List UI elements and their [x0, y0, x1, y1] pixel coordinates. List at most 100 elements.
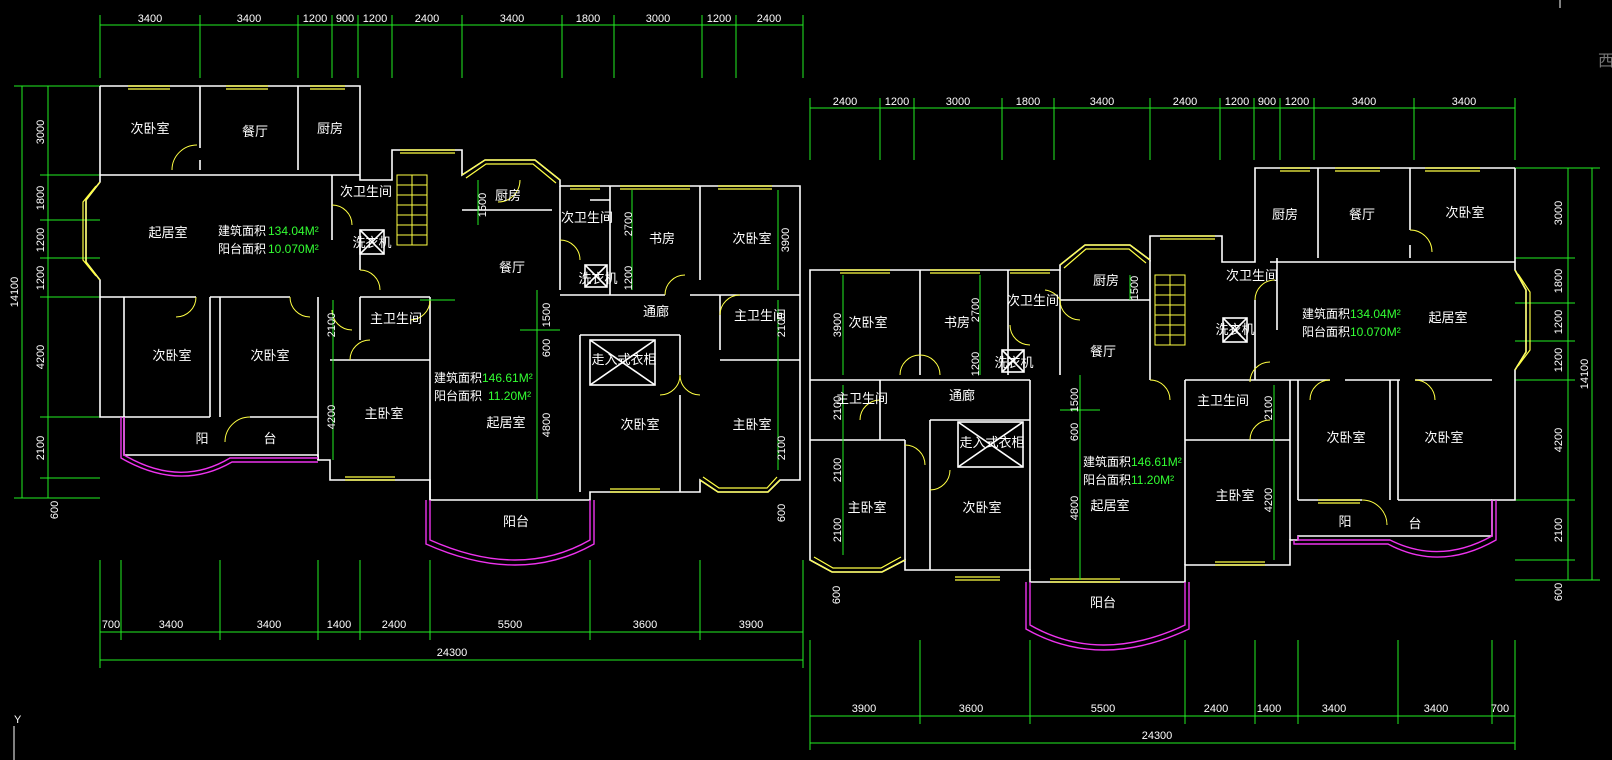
dim-label: 2100	[326, 313, 338, 337]
area-label: 阳台面积	[218, 241, 266, 256]
room-label: 厨房	[1093, 273, 1119, 289]
dim-label: 1200	[1553, 348, 1565, 372]
dim-label: 2100	[35, 436, 47, 460]
room-label: 起居室	[1428, 310, 1467, 326]
room-label: 主卫生间	[1197, 394, 1249, 409]
dim-label: 4800	[541, 413, 553, 437]
room-label: 洗衣机	[352, 235, 391, 251]
ucs-axis-label: Y	[14, 714, 22, 726]
left-bottom-dim-labels: 700 3400 3400 1400 2400 5500 3600 3900 2…	[102, 619, 763, 659]
room-label: 书房	[944, 315, 970, 331]
right-floor-plan: 2400 1200 3000 1800 3400 2400 1200 900 1…	[809, 96, 1600, 750]
dim-label: 2400	[382, 619, 406, 631]
left-walls	[85, 85, 801, 501]
right-side-dim-labels: 3000 1800 1200 1200 4200 2100 600 14100	[1553, 201, 1591, 601]
dim-label: 4200	[35, 345, 47, 369]
room-label: 次卧室	[152, 348, 191, 364]
dim-label: 700	[102, 619, 120, 631]
dim-label: 1400	[327, 619, 351, 631]
dim-label: 1500	[477, 193, 489, 217]
left-staircase	[396, 174, 428, 246]
dim-label: 3000	[646, 13, 670, 25]
dim-label: 3400	[1424, 703, 1448, 715]
room-label: 主卧室	[732, 417, 771, 433]
dim-label: 700	[1491, 703, 1509, 715]
right-area-labels: 建筑面积 134.04M² 阳台面积 10.070M² 建筑面积 146.61M…	[1083, 306, 1401, 487]
room-label: 次卧室	[250, 348, 289, 364]
dim-label: 2100	[1553, 518, 1565, 542]
left-doors	[171, 144, 741, 443]
area-value: 134.04M²	[1350, 307, 1401, 321]
dim-label: 3400	[1090, 96, 1114, 108]
area-value: 146.61M²	[1131, 455, 1182, 469]
room-label: 主卫生间	[836, 392, 888, 407]
room-label: 台	[1408, 517, 1421, 532]
area-label: 阳台面积	[1083, 472, 1131, 487]
room-label: 次卧室	[130, 121, 169, 137]
left-inner-dim-labels: 1500 2700 1200 3900 1500 600 2100 4200 4…	[326, 193, 792, 522]
room-label: 次卧室	[732, 231, 771, 247]
right-top-dim-labels: 2400 1200 3000 1800 3400 2400 1200 900 1…	[833, 96, 1476, 108]
dim-label: 900	[336, 13, 354, 25]
room-label: 书房	[649, 231, 675, 247]
room-label: 洗衣机	[1215, 322, 1254, 338]
room-label: 主卧室	[847, 500, 886, 516]
area-label: 建筑面积	[434, 370, 482, 385]
room-label: 次卧室	[620, 417, 659, 433]
dim-label: 2400	[757, 13, 781, 25]
area-value: 10.070M²	[268, 242, 319, 256]
area-value: 11.20M²	[1131, 473, 1174, 487]
dim-label: 1200	[35, 266, 47, 290]
left-washers	[359, 229, 656, 386]
dim-label: 2100	[832, 458, 844, 482]
room-label: 次卧室	[1445, 205, 1484, 221]
room-label: 洗衣机	[994, 355, 1033, 371]
dim-label: 600	[541, 339, 553, 357]
area-value: 146.61M²	[482, 371, 533, 385]
room-label: 餐厅	[1090, 344, 1116, 360]
dim-label: 5500	[498, 619, 522, 631]
room-label: 厨房	[317, 121, 343, 137]
dim-label: 1800	[1553, 269, 1565, 293]
dim-label: 1200	[1225, 96, 1249, 108]
room-label: 主卫生间	[734, 309, 786, 324]
dim-label: 2100	[832, 396, 844, 420]
left-top-dimension-chain	[99, 15, 804, 78]
dim-label: 3900	[852, 703, 876, 715]
room-label: 阳	[1338, 515, 1351, 530]
room-label: 主卧室	[364, 406, 403, 422]
room-label: 次卧室	[962, 500, 1001, 516]
area-label: 阳台面积	[1302, 324, 1350, 339]
left-side-dimension-chain	[14, 85, 100, 499]
dim-label: 1200	[970, 352, 982, 376]
left-side-dim-labels: 3000 1800 1200 1200 4200 2100 600 14100	[9, 120, 61, 519]
room-label: 次卧室	[1326, 430, 1365, 446]
dim-label: 3400	[159, 619, 183, 631]
room-label: 台	[263, 432, 276, 447]
right-washers	[957, 317, 1248, 468]
room-label: 厨房	[495, 188, 521, 204]
right-windows	[809, 167, 1531, 583]
right-bottom-dimension-chain	[809, 640, 1516, 750]
dim-label: 1200	[707, 13, 731, 25]
dim-label: 1800	[35, 186, 47, 210]
area-label: 建筑面积	[1302, 306, 1350, 321]
area-value: 10.070M²	[1350, 325, 1401, 339]
right-room-labels: 厨房 餐厅 次卧室 次卫生间 起居室 洗衣机 次卧室 次卧室 阳 台 主卫生间 …	[836, 205, 1485, 611]
dim-label: 900	[1258, 96, 1276, 108]
dim-label: 3400	[138, 13, 162, 25]
dim-label: 2100	[776, 313, 788, 337]
dim-label: 3400	[257, 619, 281, 631]
dim-label: 3400	[500, 13, 524, 25]
room-label: 起居室	[148, 225, 187, 241]
room-label: 次卧室	[1424, 430, 1463, 446]
dim-label: 1400	[1257, 703, 1281, 715]
dim-total-label: 14100	[1579, 359, 1591, 390]
dim-label: 3400	[1452, 96, 1476, 108]
dim-label: 2400	[415, 13, 439, 25]
dim-total-label: 24300	[1142, 730, 1173, 742]
dim-label: 1500	[541, 303, 553, 327]
room-label: 次卧室	[848, 315, 887, 331]
dim-label: 2400	[1204, 703, 1228, 715]
